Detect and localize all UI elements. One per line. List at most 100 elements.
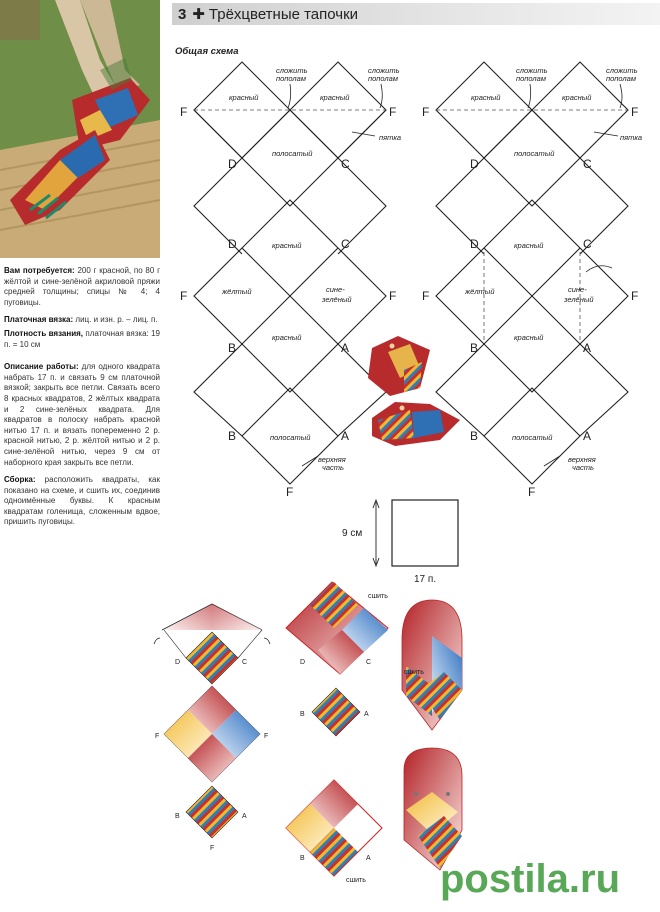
label-red-r1: красный (471, 93, 501, 102)
letter-D-1: D (228, 157, 237, 171)
stitch-text: лиц. и изн. р. – лиц. п. (75, 315, 158, 325)
label-striped-r2: полосатый (512, 433, 553, 442)
letter-rD-1: D (470, 157, 479, 171)
label-red-2: красный (320, 93, 350, 102)
label-red-4: красный (272, 333, 302, 342)
letter-rF-1: F (422, 105, 429, 119)
step2-letter-A1: A (364, 711, 369, 718)
label-fold-r2a: сложить (606, 66, 638, 75)
letter-F-5: F (286, 485, 293, 499)
letter-C-2: C (341, 237, 350, 251)
label-bluegreen-1a: сине- (326, 285, 345, 294)
scheme-left-labels: красный красный полосатый красный жёлтый… (221, 66, 401, 472)
cross-icon: ✚ (192, 6, 205, 23)
materials-text: 200 г красной, по 80 г жёлтой и сине-зел… (4, 266, 160, 307)
letter-rC-2: C (583, 237, 592, 251)
label-striped-2: полосатый (270, 433, 311, 442)
step1-letter-F1: F (155, 733, 159, 740)
scheme-right (435, 61, 629, 485)
instructions: Вам потребуется: 200 г красной, по 80 г … (4, 266, 160, 535)
letter-F-1: F (180, 105, 187, 119)
letter-F-2: F (389, 105, 396, 119)
watermark-text: postila.ru (440, 857, 620, 901)
materials-label: Вам потребуется: (4, 266, 75, 275)
label-striped-r1: полосатый (514, 149, 555, 158)
letter-rF-4: F (631, 289, 638, 303)
label-bluegreen-r-a: сине- (568, 285, 587, 294)
label-yellow: жёлтый (221, 287, 252, 296)
gauge-label: Плотность вязания, (4, 328, 84, 338)
section-number: 3 (178, 5, 187, 23)
label-red-r3: красный (514, 241, 544, 250)
letter-F-3: F (180, 289, 187, 303)
assembly-step-2: сшить D C B A B A сшить (285, 581, 389, 884)
description-text: для одного квадрата набрать 17 п. и связ… (4, 362, 160, 467)
step2-letter-D: D (300, 659, 305, 666)
label-heel-1: пятка (379, 133, 401, 142)
step2-stitch-1: сшить (368, 593, 388, 600)
description-paragraph: Описание работы: для одного квадрата наб… (4, 362, 160, 468)
letter-rC-1: C (583, 157, 592, 171)
label-heel-r: пятка (620, 133, 642, 142)
label-red-3: красный (272, 241, 302, 250)
letter-rB-2: B (470, 429, 478, 443)
letter-A-2: A (341, 429, 349, 443)
scheme-right-letters: F F D C D C F F B A B A F (422, 105, 638, 499)
label-fold-2a: сложить (368, 66, 400, 75)
step1-letter-C: C (242, 659, 247, 666)
assembly-step-3: сшить (401, 599, 463, 871)
section-title: Трёхцветные тапочки (208, 5, 359, 23)
label-red-r2: красный (562, 93, 592, 102)
step2-letter-B1: B (300, 711, 305, 718)
assembly-paragraph: Сборка: расположить квадраты, как показа… (4, 475, 160, 528)
label-red-r4: красный (514, 333, 544, 342)
gauge-text: платочная вязка: 19 п. = 10 см (4, 328, 160, 349)
scheme-left (193, 61, 387, 485)
gauge-square: 9 см 17 п. (342, 498, 459, 585)
step2-letter-C: C (366, 659, 371, 666)
assembly-step-1: D C F F B A F (153, 603, 271, 852)
step1-letter-F3: F (210, 845, 214, 852)
label-bluegreen-r-b: зелёный (563, 295, 594, 304)
label-bluegreen-1b: зелёный (321, 295, 352, 304)
letter-A-1: A (341, 341, 349, 355)
scheme-right-labels: красный красный полосатый красный жёлтый… (464, 66, 642, 472)
step2-stitch-2: сшить (346, 877, 366, 884)
step1-letter-A: A (242, 813, 247, 820)
step2-letter-A2: A (366, 855, 371, 862)
letter-rF-3: F (422, 289, 429, 303)
letter-rB-1: B (470, 341, 478, 355)
stitch-label: Платочная вязка: (4, 315, 74, 325)
label-top-1b: часть (322, 463, 344, 472)
step1-letter-D: D (175, 659, 180, 666)
dim-height-label: 9 см (342, 528, 362, 539)
label-top-r-b: часть (572, 463, 594, 472)
section-header: 3 ✚ Трёхцветные тапочки (172, 3, 660, 25)
step1-letter-B: B (175, 813, 180, 820)
letter-C-1: C (341, 157, 350, 171)
label-yellow-r: жёлтый (464, 287, 495, 296)
label-striped-1: полосатый (272, 149, 313, 158)
label-fold-1a: сложить (276, 66, 308, 75)
slippers-photo (0, 0, 160, 258)
dim-width-label: 17 п. (414, 574, 436, 585)
letter-rA-1: A (583, 341, 591, 355)
slipper-illustration (368, 336, 460, 446)
label-fold-1b: пополам (276, 74, 306, 83)
label-fold-r2b: пополам (606, 74, 636, 83)
assembly-label: Сборка: (4, 475, 36, 485)
description-label: Описание работы: (4, 362, 79, 372)
letter-F-4: F (389, 289, 396, 303)
label-fold-2b: пополам (368, 74, 398, 83)
letter-rF-5: F (528, 485, 535, 499)
label-top-1a: верхняя (318, 455, 346, 464)
gauge-paragraph: Плотность вязания, платочная вязка: 19 п… (4, 329, 160, 350)
label-red-1: красный (229, 93, 259, 102)
scheme-left-letters: F F D C D C F F B A B A F (180, 105, 396, 499)
step2-letter-B2: B (300, 855, 305, 862)
letter-D-2: D (228, 237, 237, 251)
label-top-r-a: верхняя (568, 455, 596, 464)
letter-rD-2: D (470, 237, 479, 251)
letter-B-1: B (228, 341, 236, 355)
